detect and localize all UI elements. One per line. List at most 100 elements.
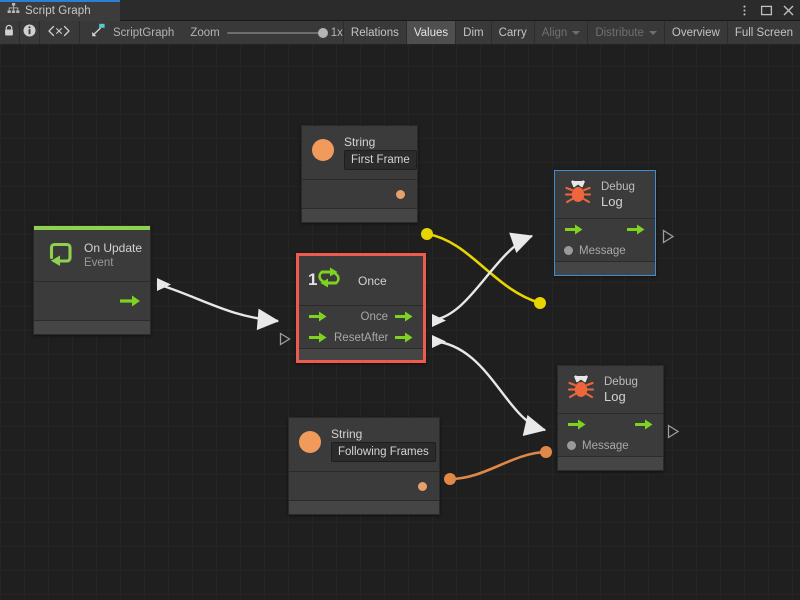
port-input-flow[interactable] [564,223,584,236]
tab-active-accent [0,0,120,2]
debug-log-top-output-unconnected-indicator[interactable] [662,229,675,244]
toolbar-button-relations-label: Relations [350,26,399,39]
flow-arrow-icon [627,224,645,235]
tab-script-graph[interactable]: Script Graph [0,0,120,21]
code-view-button[interactable] [40,21,80,44]
window-title-bar: Script Graph [0,0,800,21]
string-circle-icon [311,138,335,167]
toolbar-button-carry[interactable]: Carry [490,21,534,44]
node-title: Debug [601,181,635,193]
port-row-value-out [289,472,439,500]
lock-icon [3,24,15,42]
port-output-flow[interactable] [119,294,141,308]
edge-yellow-source-dot [421,228,433,240]
lock-button[interactable] [0,21,20,44]
toolbar-button-dim-label: Dim [463,26,484,39]
kebab-menu-icon[interactable] [738,4,751,17]
port-input-message[interactable]: Message [564,245,626,257]
info-button[interactable] [20,21,40,44]
zoom-slider-handle[interactable] [317,27,328,38]
toolbar-button-values-label: Values [413,26,449,39]
breadcrumb[interactable]: ScriptGraph [80,21,184,44]
edge-once-source-arrow [432,314,446,327]
node-footer [302,208,417,222]
string-circle-icon [298,430,322,459]
window-controls [738,0,795,21]
edge-onupdate-source-arrow [157,278,171,291]
port-input-message[interactable]: Message [567,440,629,452]
toolbar-button-dim[interactable]: Dim [455,21,490,44]
port-output-flow[interactable] [626,223,646,236]
svg-text:1: 1 [308,270,317,289]
code-brackets-icon [45,24,73,42]
maximize-icon[interactable] [760,4,773,17]
node-on-update[interactable]: On Update Event [33,225,151,335]
port-output-after[interactable]: After [364,331,414,344]
port-reset-unconnected-indicator[interactable] [279,332,291,346]
node-title-block: Debug Log [604,375,638,404]
node-title-block: On Update Event [84,241,142,270]
node-header: On Update Event [34,230,150,282]
node-string-following-frames[interactable]: String Following Frames [288,417,440,515]
node-body: Message [555,219,655,261]
port-input-flow[interactable] [567,418,587,431]
node-header: Debug Log [555,171,655,219]
node-subtitle: Log [604,389,626,404]
toolbar-button-align[interactable]: Align [533,21,588,44]
bug-icon [567,373,595,406]
node-once[interactable]: 1 Once [296,253,426,363]
port-input-message-dot[interactable] [564,246,573,255]
debug-log-bottom-output-unconnected-indicator[interactable] [667,424,680,439]
port-output-value-dot[interactable] [418,481,427,491]
toolbar-button-overview-label: Overview [671,26,720,39]
graph-canvas[interactable]: On Update Event [0,45,800,600]
node-subtitle: Log [601,194,623,209]
port-row-message: Message [555,240,655,261]
toolbar-button-distribute[interactable]: Distribute [587,21,664,44]
port-output-value-dot[interactable] [396,189,405,199]
port-output-once[interactable]: Once [361,310,415,323]
flow-arrow-icon [395,311,413,322]
edge-yellow-target-dot [534,297,546,309]
node-string-first-frame[interactable]: String First Frame [301,125,418,223]
node-body [302,180,417,208]
info-icon [23,24,36,42]
port-label-once: Once [360,310,389,323]
edge-once-to-debug-top [431,232,534,322]
node-header: 1 Once [299,256,423,306]
string-value-field[interactable]: First Frame [344,150,417,170]
edge-after-source-arrow [432,335,446,348]
flow-arrow-icon [635,419,653,430]
node-footer [555,261,655,275]
port-input-message-dot[interactable] [567,441,576,450]
edge-string-following-to-debug-bottom [449,450,547,481]
edge-after-to-debug-bottom [431,339,547,437]
toolbar-button-align-label: Align [541,26,568,39]
toolbar-button-relations[interactable]: Relations [342,21,406,44]
port-output-flow[interactable] [634,418,654,431]
node-body: Message [558,414,663,456]
flow-arrow-icon [309,332,327,343]
close-icon[interactable] [782,4,795,17]
chevron-down-icon [648,30,657,35]
toolbar-button-overview[interactable]: Overview [663,21,727,44]
port-row-flow-out [34,282,150,320]
string-value-field[interactable]: Following Frames [331,442,436,462]
flow-arrow-icon [568,419,586,430]
edge-orange-source-dot [444,473,456,485]
zoom-slider[interactable] [226,27,328,38]
toolbar-button-full-screen-label: Full Screen [734,26,793,39]
port-input-reset[interactable]: Reset [308,331,364,344]
chevron-down-icon [572,30,581,35]
toolbar-button-carry-label: Carry [498,26,527,39]
node-title: String [331,427,363,441]
port-input-enter[interactable] [308,310,328,323]
graph-toolbar: ScriptGraph Zoom 1x Relations Values Dim… [0,21,800,45]
node-footer [558,456,663,470]
edge-orange-target-dot [540,446,552,458]
node-debug-log-top[interactable]: Debug Log [554,170,656,276]
zoom-control[interactable]: Zoom 1x [184,21,343,44]
node-debug-log-bottom[interactable]: Debug Log [557,365,664,471]
toolbar-button-values[interactable]: Values [405,21,456,44]
toolbar-button-full-screen[interactable]: Full Screen [726,21,800,44]
